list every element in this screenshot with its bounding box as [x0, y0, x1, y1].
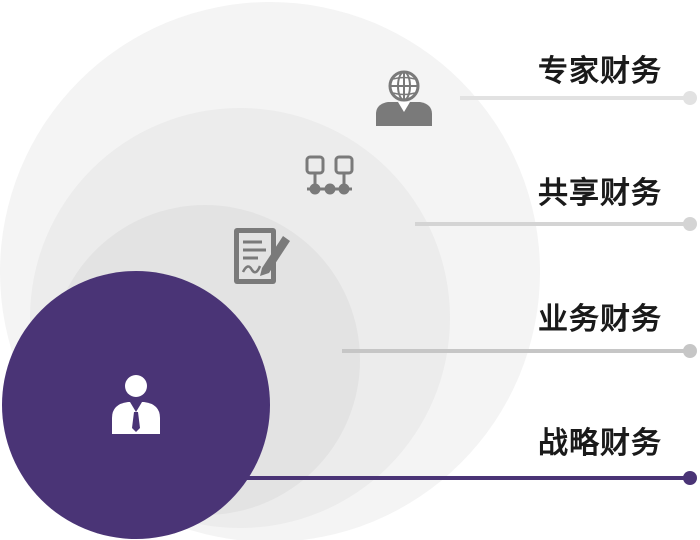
document-edit-icon [234, 228, 290, 284]
connector-dot-shared [683, 217, 697, 231]
layer-label-shared-finance: 共享财务 [538, 176, 662, 211]
businessman-icon [112, 375, 160, 434]
layer-label-strategic-finance: 战略财务 [538, 426, 662, 461]
network-icon [305, 155, 354, 195]
connector-dot-expert [683, 91, 697, 105]
globe-person-icon [376, 70, 432, 126]
connector-dot-business [683, 344, 697, 358]
connector-dot-strategy [683, 471, 697, 485]
layer-label-expert-finance: 专家财务 [538, 54, 662, 89]
layer-label-business-finance: 业务财务 [538, 302, 662, 337]
